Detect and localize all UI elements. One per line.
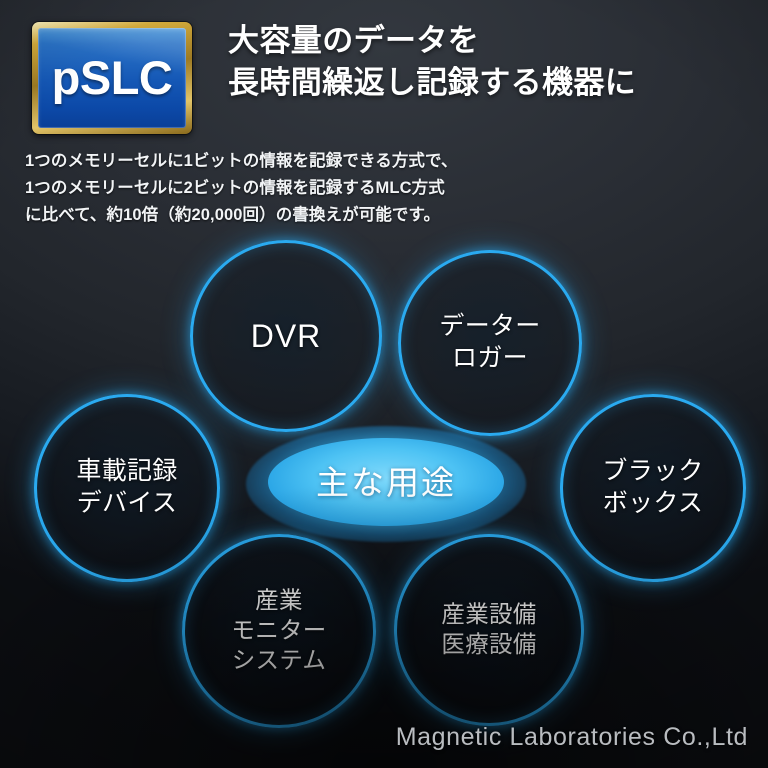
- bubble-line: 産業設備: [441, 601, 537, 628]
- use-case-bubble-data-logger: データー ロガー: [398, 250, 582, 436]
- center-ellipse: 主な用途: [268, 438, 504, 526]
- bubble-line: 産業: [255, 587, 303, 614]
- use-case-bubble-dvr: DVR: [190, 240, 382, 432]
- bubble-label-industrial-monitor: 産業 モニター システム: [225, 586, 332, 676]
- company-footer: Magnetic Laboratories Co.,Ltd: [395, 723, 748, 751]
- bubble-line: システム: [231, 646, 327, 673]
- bubble-line: 車載記録: [76, 457, 178, 486]
- bubble-line: モニター: [231, 617, 327, 644]
- bubble-line: ロガー: [452, 344, 528, 372]
- use-case-bubble-industrial-medical-equipment: 産業設備 医療設備: [394, 534, 584, 726]
- bubble-line: デバイス: [76, 489, 178, 517]
- bubble-line: データー: [439, 312, 541, 341]
- bubble-line: ボックス: [602, 489, 704, 517]
- bubble-label-vehicle-recorder: 車載記録 デバイス: [70, 456, 183, 520]
- bubble-label-black-box: ブラック ボックス: [596, 456, 709, 520]
- bubble-label-industrial-medical-equipment: 産業設備 医療設備: [435, 600, 542, 660]
- bubble-line: DVR: [250, 317, 322, 354]
- bubble-line: 医療設備: [441, 631, 537, 657]
- center-label: 主な用途: [316, 463, 456, 501]
- use-case-bubble-vehicle-recorder: 車載記録 デバイス: [34, 394, 220, 582]
- use-case-bubble-black-box: ブラック ボックス: [560, 394, 746, 582]
- use-case-bubble-industrial-monitor: 産業 モニター システム: [182, 534, 376, 728]
- bubble-label-data-logger: データー ロガー: [433, 311, 546, 375]
- bubble-line: ブラック: [602, 457, 704, 486]
- bubble-label-dvr: DVR: [245, 316, 328, 357]
